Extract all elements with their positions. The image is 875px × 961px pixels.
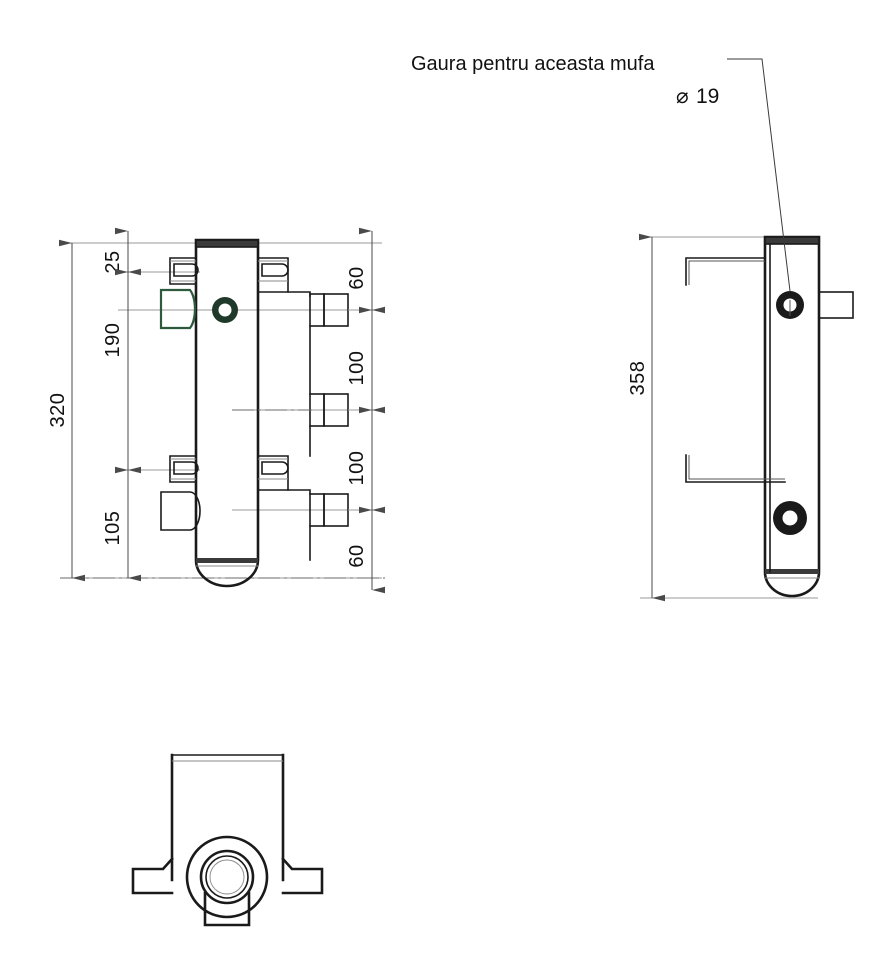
dim-25: 25 <box>102 250 124 273</box>
callout-annotation: Gaura pentru aceasta mufa ⌀ 19 <box>411 53 791 292</box>
dim-105: 105 <box>102 511 124 546</box>
dim-190: 190 <box>102 323 124 358</box>
callout-note-text: Gaura pentru aceasta mufa <box>411 53 655 75</box>
side-bracket-upper <box>685 257 766 286</box>
front-top-cap <box>196 240 258 247</box>
dim-320: 320 <box>47 393 69 428</box>
side-bracket-lower <box>685 454 786 483</box>
bottom-port-right <box>281 857 324 895</box>
dim-100-upper: 100 <box>346 351 368 386</box>
bottom-view <box>131 753 324 927</box>
front-center-hole <box>212 297 238 323</box>
bottom-hub <box>185 835 269 919</box>
diameter-symbol: ⌀ <box>676 85 689 108</box>
front-dims-right: 60 100 100 60 <box>346 227 385 594</box>
side-hole-upper <box>776 291 804 319</box>
front-bracket-upper <box>169 257 289 293</box>
front-bottom-band <box>196 558 258 563</box>
front-dims-left: 320 25 190 105 <box>47 227 141 582</box>
side-hole-lower <box>773 501 807 535</box>
callout-leader-line <box>727 58 791 292</box>
side-top-cap <box>765 237 819 244</box>
front-port-left-lower <box>160 491 201 531</box>
side-body <box>763 235 821 598</box>
dim-100-lower: 100 <box>346 451 368 486</box>
front-right-ports <box>232 291 382 561</box>
dim-60-bottom: 60 <box>346 544 368 567</box>
dim-358: 358 <box>627 361 649 396</box>
dim-60-top: 60 <box>346 266 368 289</box>
side-bottom-band <box>765 569 819 574</box>
bottom-body-rect <box>170 753 285 882</box>
side-dims: 358 <box>627 233 665 602</box>
bottom-port-left <box>131 857 174 895</box>
front-bracket-lower <box>169 455 289 491</box>
side-port-right <box>818 291 854 319</box>
front-view: 320 25 190 105 60 100 <box>47 227 385 594</box>
front-body <box>194 238 260 588</box>
side-view: 358 <box>627 233 854 602</box>
front-port-left-upper <box>159 288 197 330</box>
diameter-value: 19 <box>696 85 719 108</box>
